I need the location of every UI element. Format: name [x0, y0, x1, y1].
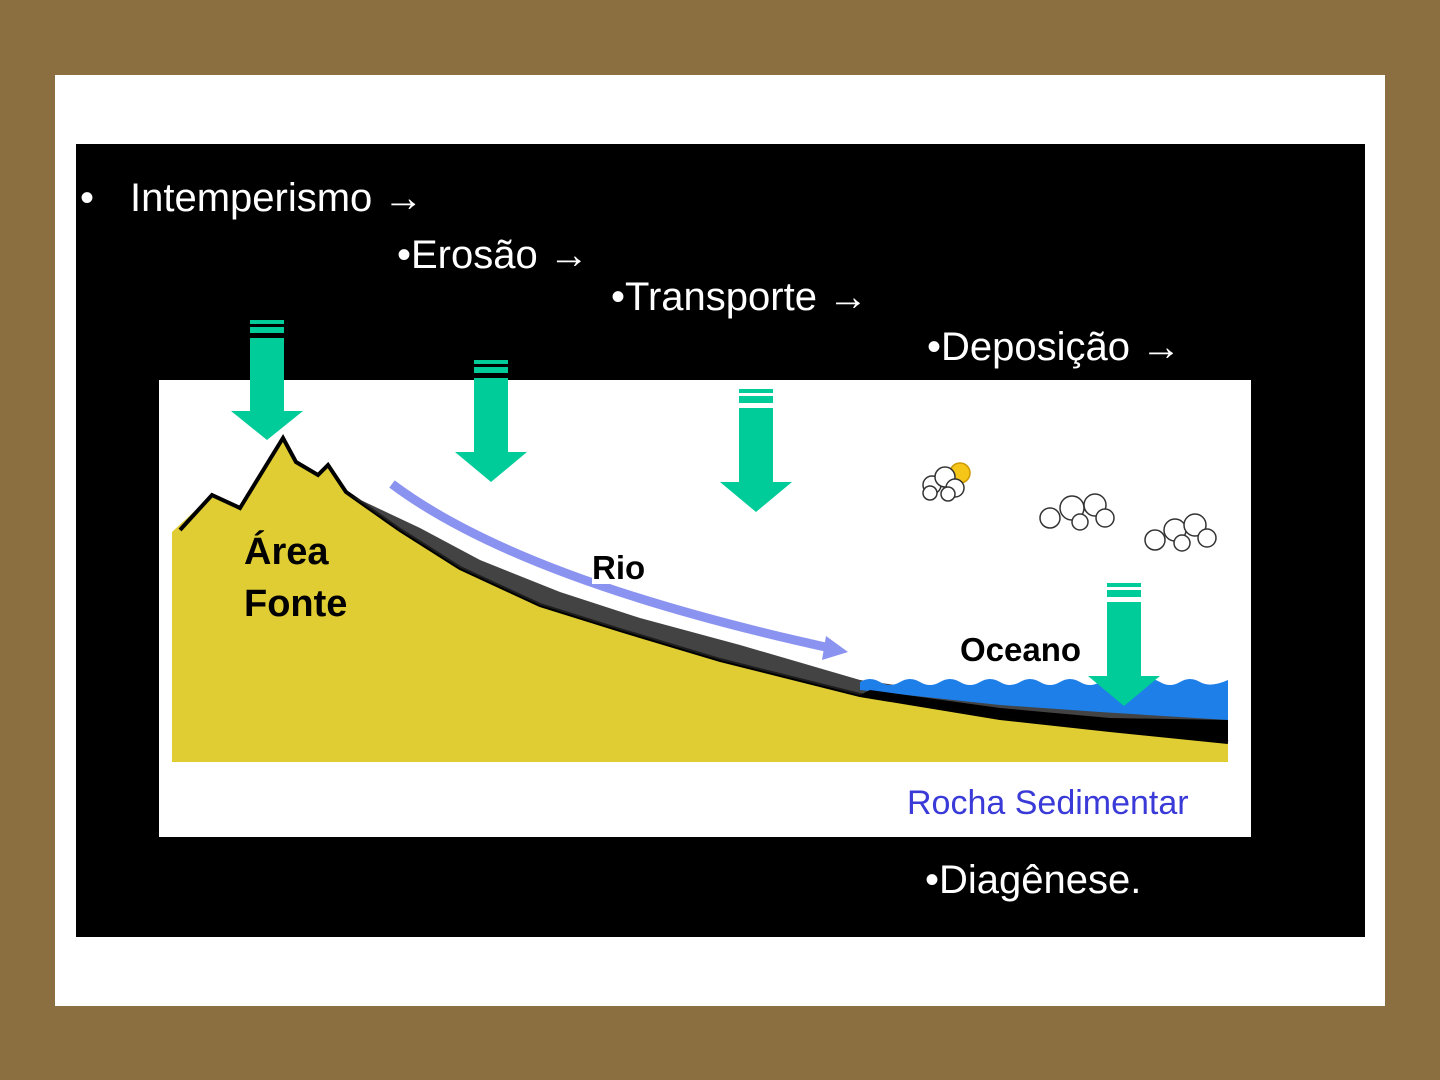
cloud-icon	[1144, 513, 1217, 552]
down-arrow-deposicao	[1088, 583, 1160, 706]
sediment-layer	[350, 495, 1228, 742]
cloud-icon	[1039, 493, 1115, 531]
cloud-sun-icon	[922, 462, 971, 502]
label-rocha-sedimentar: Rocha Sedimentar	[907, 784, 1189, 822]
river-arrow-head	[822, 636, 848, 660]
label-fonte: Fonte	[244, 583, 348, 625]
down-arrow-transporte	[720, 389, 792, 512]
ocean-sediment	[860, 690, 1228, 742]
step-deposicao: •Deposição →	[927, 325, 1182, 369]
label-oceano: Oceano	[960, 631, 1082, 668]
down-arrow-intemperismo	[231, 320, 303, 440]
step-transporte: •Transporte →	[611, 275, 869, 319]
river-flow-arrow	[389, 480, 831, 653]
label-area: Área	[244, 531, 329, 573]
step-diagenese: •Diagênese.	[925, 858, 1142, 902]
step-erosao: •Erosão →	[397, 233, 589, 277]
step-intemperismo: Intemperismo →	[130, 176, 424, 220]
label-rio: Rio	[592, 549, 646, 586]
ground-source-area	[172, 438, 1228, 762]
bullet: •	[80, 176, 95, 220]
down-arrow-erosao	[455, 360, 527, 482]
